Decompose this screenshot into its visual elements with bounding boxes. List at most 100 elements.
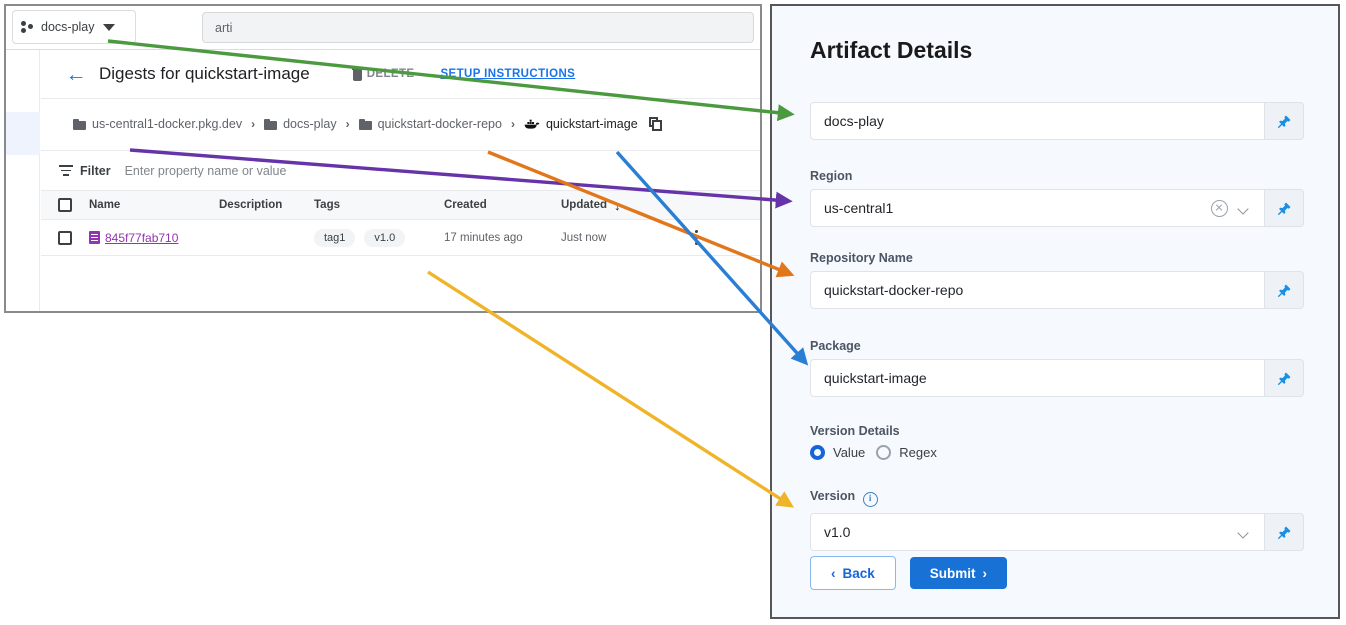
cell-tags: tag1 v1.0 bbox=[314, 228, 444, 247]
row-checkbox[interactable] bbox=[58, 230, 72, 245]
breadcrumb-item-image[interactable]: quickstart-image bbox=[524, 117, 638, 131]
version-input[interactable]: v1.0 bbox=[810, 513, 1265, 551]
breadcrumb-item-repo[interactable]: quickstart-docker-repo bbox=[358, 117, 502, 131]
breadcrumb-item-project[interactable]: docs-play bbox=[264, 117, 337, 131]
project-selector-chip[interactable]: docs-play bbox=[12, 10, 136, 44]
tag-chip[interactable]: tag1 bbox=[314, 228, 356, 247]
console-left-rail bbox=[6, 50, 40, 311]
pin-repository-name-button[interactable] bbox=[1265, 271, 1304, 309]
folder-icon bbox=[73, 118, 86, 130]
project-field[interactable]: docs-play bbox=[810, 102, 1304, 140]
tag-chip[interactable]: v1.0 bbox=[364, 228, 406, 247]
breadcrumb-label: docs-play bbox=[283, 117, 337, 131]
digest-link[interactable]: 845f77fab710 bbox=[89, 231, 178, 245]
cell-updated: Just now bbox=[561, 231, 607, 244]
breadcrumb: us-central1-docker.pkg.dev › docs-play ›… bbox=[41, 98, 760, 150]
digests-table: Name Description Tags Created Updated ↓ bbox=[41, 190, 760, 311]
radio-value[interactable]: Value bbox=[810, 445, 865, 460]
repository-name-field[interactable]: quickstart-docker-repo bbox=[810, 271, 1304, 309]
copy-icon[interactable] bbox=[648, 116, 664, 132]
column-header-updated-label: Updated bbox=[561, 199, 607, 211]
project-input[interactable]: docs-play bbox=[810, 102, 1265, 140]
column-header-created[interactable]: Created bbox=[444, 199, 487, 211]
select-all-checkbox[interactable] bbox=[58, 198, 72, 212]
clear-icon[interactable] bbox=[1211, 199, 1228, 217]
submit-button[interactable]: Submit › bbox=[909, 557, 1008, 589]
package-label: Package bbox=[810, 339, 861, 353]
row-checkbox-cell bbox=[41, 230, 89, 245]
table-header-row: Name Description Tags Created Updated ↓ bbox=[41, 190, 760, 220]
select-all-checkbox-cell bbox=[41, 198, 89, 212]
trash-icon bbox=[351, 67, 363, 81]
sort-descending-icon: ↓ bbox=[614, 197, 621, 213]
radio-regex[interactable]: Regex bbox=[876, 445, 937, 460]
filter-bar[interactable]: Filter Enter property name or value bbox=[41, 150, 760, 190]
column-header-name[interactable]: Name bbox=[89, 199, 121, 211]
back-button-glyph: ‹ bbox=[831, 565, 836, 581]
chevron-down-icon[interactable] bbox=[1238, 205, 1249, 212]
console-search-input[interactable]: arti bbox=[202, 12, 754, 43]
delete-button[interactable]: DELETE bbox=[351, 67, 415, 81]
breadcrumb-label: quickstart-docker-repo bbox=[377, 117, 502, 131]
version-label-text: Version bbox=[810, 489, 856, 503]
chevron-down-icon[interactable] bbox=[1238, 529, 1249, 536]
back-button-label: Back bbox=[842, 565, 875, 581]
radio-regex-label: Regex bbox=[899, 445, 937, 460]
column-header-tags[interactable]: Tags bbox=[314, 199, 340, 211]
package-input[interactable]: quickstart-image bbox=[810, 359, 1265, 397]
package-field[interactable]: quickstart-image bbox=[810, 359, 1304, 397]
field-group-region: Region us-central1 bbox=[810, 169, 1304, 227]
breadcrumb-label: us-central1-docker.pkg.dev bbox=[92, 117, 243, 131]
pin-icon bbox=[1277, 526, 1290, 539]
pin-icon bbox=[1277, 284, 1290, 297]
back-button[interactable]: ‹ Back bbox=[810, 556, 896, 590]
version-field[interactable]: v1.0 bbox=[810, 513, 1304, 551]
repository-name-label: Repository Name bbox=[810, 251, 913, 265]
repository-name-value: quickstart-docker-repo bbox=[824, 282, 964, 298]
repository-name-input[interactable]: quickstart-docker-repo bbox=[810, 271, 1265, 309]
field-group-package: Package quickstart-image bbox=[810, 339, 1304, 397]
panel-title: Artifact Details bbox=[810, 37, 973, 63]
submit-button-label: Submit bbox=[929, 565, 976, 581]
back-arrow-icon[interactable]: ← bbox=[65, 62, 87, 86]
region-field[interactable]: us-central1 bbox=[810, 189, 1304, 227]
console-search-value: arti bbox=[215, 20, 233, 35]
pin-package-button[interactable] bbox=[1265, 359, 1304, 397]
field-group-project: docs-play bbox=[810, 102, 1304, 140]
folder-icon bbox=[264, 118, 278, 130]
rail-active-indicator bbox=[6, 112, 40, 155]
package-value: quickstart-image bbox=[824, 370, 927, 386]
setup-instructions-link[interactable]: SETUP INSTRUCTIONS bbox=[440, 68, 576, 80]
pin-version-button[interactable] bbox=[1265, 513, 1304, 551]
column-header-updated[interactable]: Updated ↓ bbox=[561, 199, 676, 212]
digest-doc-icon bbox=[89, 231, 100, 244]
radio-regex-dot bbox=[876, 445, 892, 460]
console-topbar: docs-play arti bbox=[6, 6, 760, 50]
page-header-row: ← Digests for quickstart-image DELETE SE… bbox=[41, 50, 760, 99]
breadcrumb-item-host[interactable]: us-central1-docker.pkg.dev bbox=[73, 117, 242, 131]
folder-icon bbox=[358, 118, 372, 130]
pin-region-button[interactable] bbox=[1265, 189, 1304, 227]
column-header-description[interactable]: Description bbox=[219, 199, 283, 211]
breadcrumb-separator: › bbox=[251, 117, 256, 131]
field-group-version: Version i v1.0 bbox=[810, 489, 1304, 551]
cell-row-menu bbox=[676, 230, 716, 245]
table-row[interactable]: 845f77fab710 tag1 v1.0 17 minutes ago Ju… bbox=[41, 220, 760, 256]
cloud-console-panel: docs-play arti ← Digests for quickstart-… bbox=[4, 4, 762, 313]
kebab-menu-icon[interactable] bbox=[694, 230, 698, 245]
console-body: ← Digests for quickstart-image DELETE SE… bbox=[41, 50, 760, 311]
region-input[interactable]: us-central1 bbox=[810, 189, 1265, 227]
page-title: Digests for quickstart-image bbox=[99, 64, 310, 83]
pin-icon bbox=[1277, 202, 1290, 215]
info-icon[interactable]: i bbox=[862, 492, 878, 507]
version-details-label: Version Details bbox=[810, 424, 900, 438]
cell-created: 17 minutes ago bbox=[444, 231, 523, 244]
pin-icon bbox=[1277, 372, 1290, 385]
pin-project-button[interactable] bbox=[1265, 102, 1304, 140]
filter-icon bbox=[59, 165, 73, 176]
radio-value-label: Value bbox=[833, 445, 866, 460]
panel-button-row: ‹ Back Submit › bbox=[810, 556, 1008, 590]
filter-input[interactable]: Enter property name or value bbox=[124, 163, 287, 178]
version-label: Version i bbox=[810, 489, 1304, 507]
project-chip-label: docs-play bbox=[41, 20, 95, 34]
